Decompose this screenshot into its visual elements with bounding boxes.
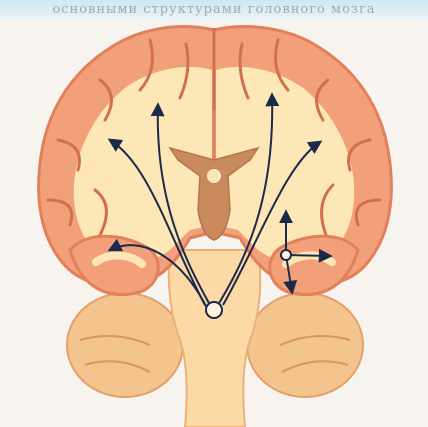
brainstem-nucleus-marker (206, 302, 222, 318)
brainstem (169, 250, 260, 427)
pathway-arrow-temporal-right (286, 255, 330, 256)
temporal-relay-nucleus-marker (281, 250, 291, 260)
